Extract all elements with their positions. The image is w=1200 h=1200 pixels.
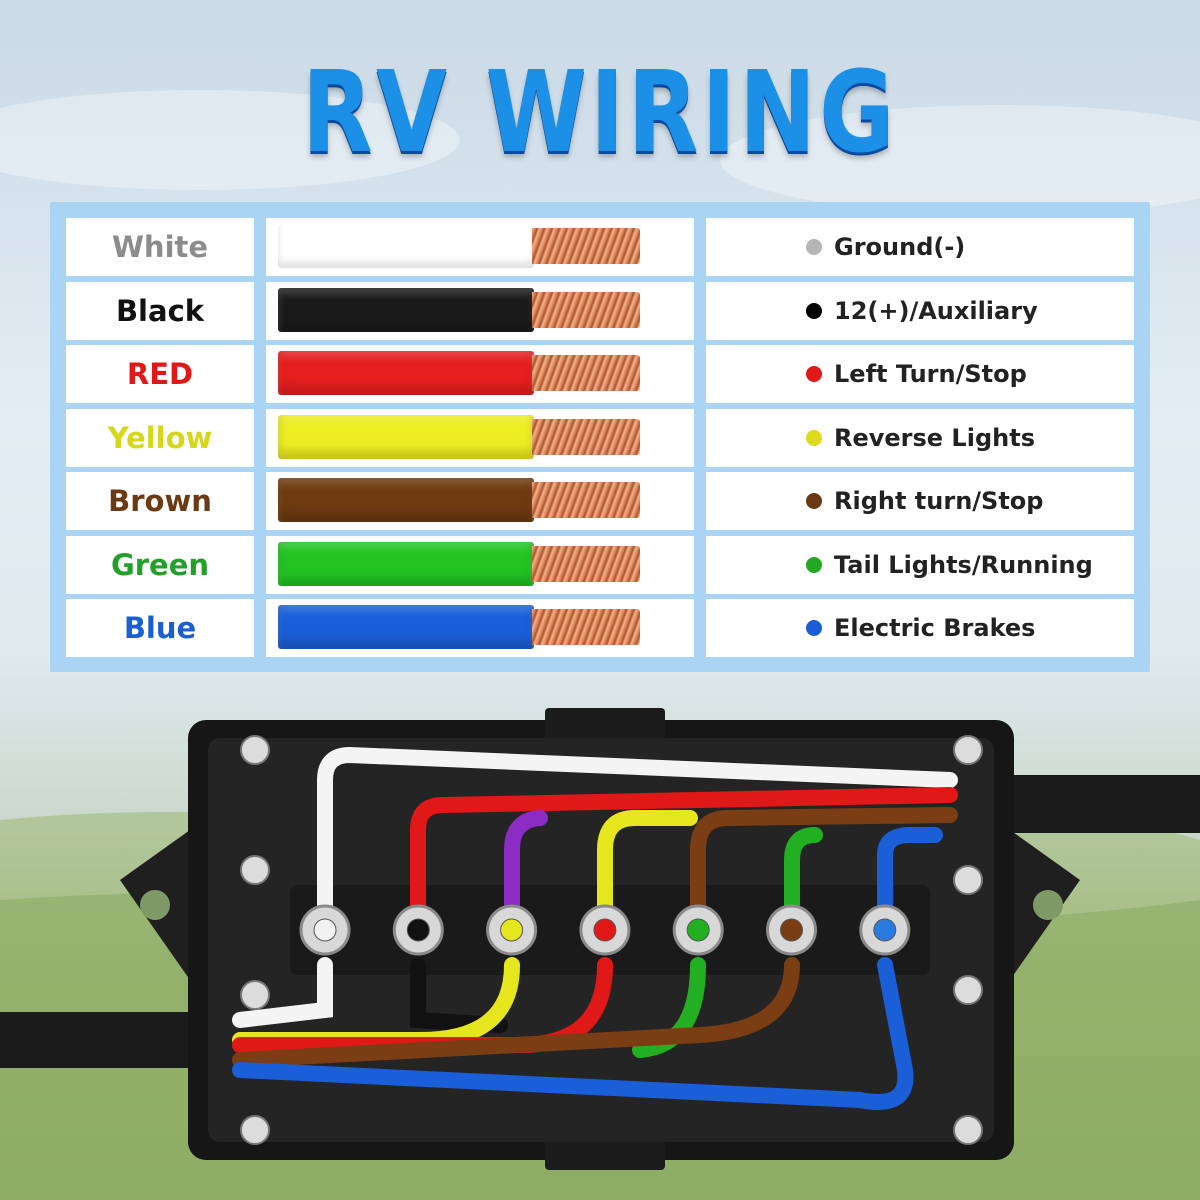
- terminal-color-cap: [313, 918, 337, 942]
- wire-color-name: Blue: [66, 599, 254, 657]
- function-label: Tail Lights/Running: [834, 550, 1093, 579]
- wire-function: Left Turn/Stop: [706, 345, 1134, 403]
- copper-strands: [532, 482, 640, 518]
- copper-strands: [532, 291, 640, 328]
- terminal-post: [859, 904, 911, 956]
- wire-insulation: [278, 605, 534, 649]
- copper-strands: [532, 545, 640, 582]
- terminal-color-cap: [406, 918, 430, 942]
- terminal-post: [392, 904, 444, 956]
- terminal-post: [486, 904, 538, 956]
- wire-color-name: Yellow: [66, 408, 254, 467]
- wire-function: 12(+)/Auxiliary: [706, 281, 1134, 340]
- copper-strands: [532, 228, 640, 264]
- wire-color-name: Brown: [66, 472, 254, 530]
- junction-box-illustration: [0, 708, 1200, 1170]
- copper-strands: [532, 355, 640, 391]
- color-dot-icon: [806, 366, 822, 382]
- wire-insulation: [278, 414, 534, 459]
- wire-function: Reverse Lights: [706, 408, 1134, 467]
- wire-function: Tail Lights/Running: [706, 535, 1134, 594]
- copper-strands: [532, 609, 640, 645]
- wire-function: Right turn/Stop: [706, 472, 1134, 530]
- wire-row: RED Left Turn/Stop: [66, 345, 1134, 403]
- terminal-color-cap: [873, 918, 897, 942]
- wire-row: Blue Electric Brakes: [66, 599, 1134, 657]
- wire-insulation: [278, 541, 534, 586]
- wire-swatch: [266, 281, 694, 340]
- terminal-post: [766, 904, 817, 956]
- color-dot-icon: [806, 556, 822, 573]
- wire-swatch: [266, 218, 694, 276]
- wire-row: Black 12(+)/Auxiliary: [66, 281, 1134, 340]
- terminal-color-cap: [686, 918, 710, 942]
- color-dot-icon: [806, 302, 822, 319]
- color-dot-icon: [806, 620, 822, 636]
- wire-color-name: Black: [66, 281, 254, 340]
- copper-strands: [532, 418, 640, 455]
- wire-function: Ground(-): [706, 218, 1134, 276]
- terminal-post: [579, 904, 631, 956]
- function-label: Ground(-): [834, 233, 966, 261]
- color-dot-icon: [806, 493, 822, 509]
- wire-row: Green Tail Lights/Running: [66, 535, 1134, 594]
- terminal-post: [672, 904, 724, 956]
- wire-function: Electric Brakes: [706, 599, 1134, 657]
- wire-swatch: [266, 535, 694, 594]
- page-title: RV WIRING: [302, 48, 898, 178]
- wire-color-name: RED: [66, 345, 254, 403]
- color-dot-icon: [806, 239, 822, 255]
- color-dot-icon: [806, 429, 822, 446]
- terminal-color-cap: [593, 918, 617, 942]
- wire-insulation: [278, 351, 534, 395]
- wire-row: White Ground(-): [66, 218, 1134, 276]
- wire-insulation: [278, 287, 534, 332]
- wire-row: Brown Right turn/Stop: [66, 472, 1134, 530]
- function-label: Right turn/Stop: [834, 487, 1044, 515]
- wire-insulation: [278, 224, 534, 268]
- terminal-color-cap: [500, 918, 524, 942]
- function-label: Reverse Lights: [834, 423, 1035, 452]
- terminal-post: [299, 904, 351, 956]
- wire-insulation: [278, 478, 534, 522]
- wire-swatch: [266, 599, 694, 657]
- function-label: Electric Brakes: [834, 614, 1036, 642]
- wire-swatch: [266, 472, 694, 530]
- function-label: 12(+)/Auxiliary: [834, 296, 1038, 325]
- terminal-color-cap: [780, 918, 803, 942]
- wire-color-name: Green: [66, 535, 254, 594]
- wire-row: Yellow Reverse Lights: [66, 408, 1134, 467]
- wire-color-name: White: [66, 218, 254, 276]
- wire-swatch: [266, 345, 694, 403]
- function-label: Left Turn/Stop: [834, 360, 1027, 388]
- wire-swatch: [266, 408, 694, 467]
